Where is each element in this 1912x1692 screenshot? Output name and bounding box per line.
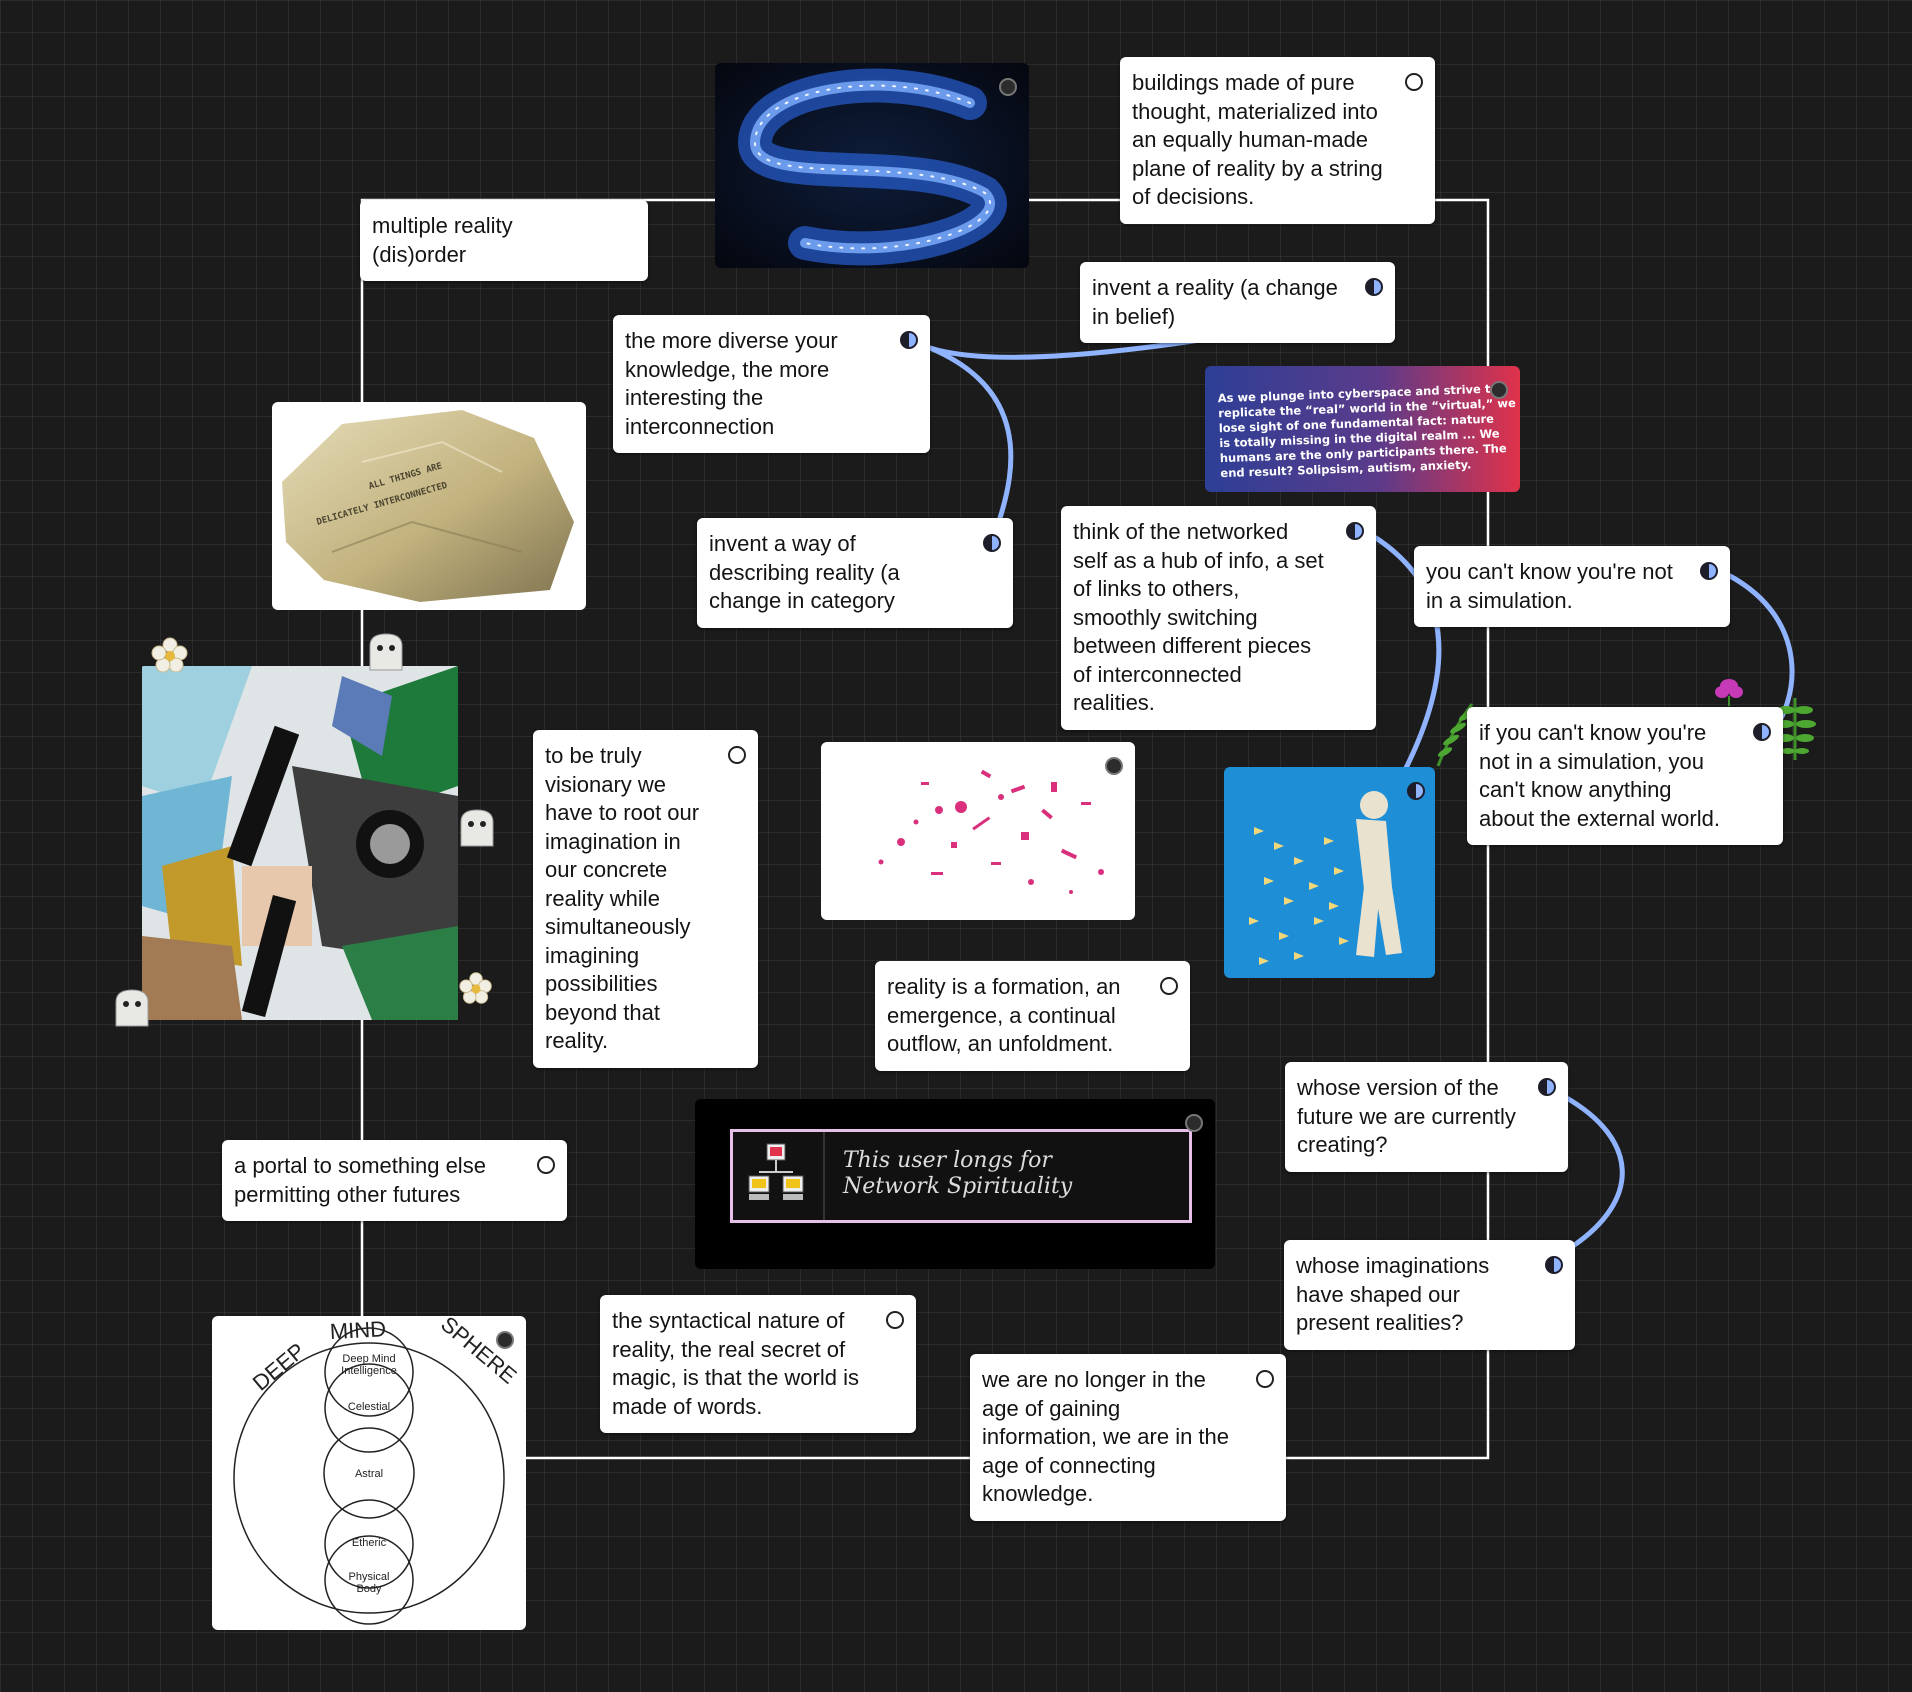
layer-deep-mind: Deep Mind xyxy=(342,1353,395,1365)
blue-connector-future xyxy=(1562,1094,1625,1249)
banner-line: Network Spirituality xyxy=(843,1174,1073,1199)
note-text: whose version of the future we are curre… xyxy=(1297,1075,1516,1157)
filled-circle-icon[interactable] xyxy=(999,78,1017,96)
empty-circle-icon[interactable] xyxy=(1160,977,1178,995)
filled-circle-icon[interactable] xyxy=(1105,757,1123,775)
note-text: the more diverse your knowledge, the mor… xyxy=(625,328,838,439)
rock-illustration: ALL THINGS ARE DELICATELY INTERCONNECTED xyxy=(282,410,574,602)
note-text: you can't know you're not in a simulatio… xyxy=(1426,559,1673,613)
sphere-diagram-illustration: DEEP MIND SPHERE Deep Mind Intelligence … xyxy=(233,1316,522,1625)
note-text: invent a reality (a change in belief) xyxy=(1092,275,1338,329)
half-moon-icon[interactable] xyxy=(900,331,918,349)
note-text: to be truly visionary we have to root ou… xyxy=(545,743,700,1053)
ring-label-sphere: SPHERE xyxy=(436,1316,521,1389)
filled-circle-icon[interactable] xyxy=(1185,1114,1203,1132)
arrow-walker-illustration xyxy=(1249,791,1402,965)
note-text: whose imaginations have shaped our prese… xyxy=(1296,1253,1490,1335)
cyberspace-quote-image[interactable]: As we plunge into cyberspace and strive … xyxy=(1205,366,1520,492)
note-text: multiple reality (dis)order xyxy=(372,213,513,267)
note-card-no-longer[interactable]: we are no longer in the age of gaining i… xyxy=(970,1354,1286,1521)
empty-circle-icon[interactable] xyxy=(537,1156,555,1174)
banner-line: This user longs for xyxy=(843,1148,1052,1173)
note-card-invent-way[interactable]: invent a way of describing reality (a ch… xyxy=(697,518,1013,628)
network-spirituality-banner[interactable]: This user longs for Network Spirituality xyxy=(695,1099,1215,1269)
flower-decoration xyxy=(150,635,190,675)
note-card-networked-self[interactable]: think of the networked self as a hub of … xyxy=(1061,506,1376,730)
note-text: if you can't know you're not in a simula… xyxy=(1479,720,1720,831)
note-text: invent a way of describing reality (a ch… xyxy=(709,531,900,613)
layer-astral: Astral xyxy=(355,1468,383,1480)
half-moon-icon[interactable] xyxy=(1346,522,1364,540)
blue-connector-diverse-to-describe xyxy=(927,345,1014,521)
arrow-walker-image[interactable] xyxy=(1224,767,1435,978)
note-text: we are no longer in the age of gaining i… xyxy=(982,1367,1230,1506)
network-computer-icon xyxy=(748,1143,804,1200)
ghost-figure-decoration xyxy=(110,988,154,1028)
ring-label-deep: DEEP xyxy=(248,1338,310,1396)
note-card-cant-know-simulation[interactable]: you can't know you're not in a simulatio… xyxy=(1414,546,1730,627)
half-moon-icon[interactable] xyxy=(1538,1078,1556,1096)
half-moon-icon[interactable] xyxy=(1700,562,1718,580)
collage-illustration xyxy=(142,666,458,1020)
layer-deep-mind: Intelligence xyxy=(341,1365,397,1377)
note-card-reality-formation[interactable]: reality is a formation, an emergence, a … xyxy=(875,961,1190,1071)
note-card-portal[interactable]: a portal to something else permitting ot… xyxy=(222,1140,567,1221)
empty-circle-icon[interactable] xyxy=(886,1311,904,1329)
banner-divider xyxy=(823,1132,825,1220)
banner-text: This user longs for Network Spirituality xyxy=(843,1148,1072,1200)
galaxy-illustration xyxy=(715,63,1029,268)
note-text: reality is a formation, an emergence, a … xyxy=(887,974,1121,1056)
note-card-cant-know-anything[interactable]: if you can't know you're not in a simula… xyxy=(1467,707,1783,845)
layer-etheric: Etheric xyxy=(352,1537,387,1549)
note-card-invent-reality[interactable]: invent a reality (a change in belief) xyxy=(1080,262,1395,343)
half-moon-icon[interactable] xyxy=(1545,1256,1563,1274)
note-card-buildings-thought[interactable]: buildings made of pure thought, material… xyxy=(1120,57,1435,224)
purple-flower-decoration xyxy=(1712,676,1746,706)
banner-frame: This user longs for Network Spirituality xyxy=(730,1129,1192,1223)
filled-circle-icon[interactable] xyxy=(1490,381,1508,399)
note-card-diverse-knowledge[interactable]: the more diverse your knowledge, the mor… xyxy=(613,315,930,453)
note-text: a portal to something else permitting ot… xyxy=(234,1153,486,1207)
note-text: think of the networked self as a hub of … xyxy=(1073,519,1324,715)
deep-mind-sphere-diagram[interactable]: DEEP MIND SPHERE Deep Mind Intelligence … xyxy=(212,1316,526,1630)
note-card-truly-visionary[interactable]: to be truly visionary we have to root ou… xyxy=(533,730,758,1068)
rock-image[interactable]: ALL THINGS ARE DELICATELY INTERCONNECTED xyxy=(272,402,586,610)
half-moon-icon[interactable] xyxy=(1753,723,1771,741)
empty-circle-icon[interactable] xyxy=(1256,1370,1274,1388)
note-card-multiple-reality[interactable]: multiple reality (dis)order xyxy=(360,200,648,281)
note-card-whose-version[interactable]: whose version of the future we are curre… xyxy=(1285,1062,1568,1172)
galaxy-image[interactable] xyxy=(715,63,1029,268)
layer-physical: Body xyxy=(356,1583,382,1595)
cyberspace-quote-text: As we plunge into cyberspace and strive … xyxy=(1218,381,1519,481)
empty-circle-icon[interactable] xyxy=(1405,73,1423,91)
half-moon-icon[interactable] xyxy=(1365,278,1383,296)
layer-physical: Physical xyxy=(349,1571,390,1583)
half-moon-icon[interactable] xyxy=(1407,782,1425,800)
note-card-whose-imaginations[interactable]: whose imaginations have shaped our prese… xyxy=(1284,1240,1575,1350)
layer-celestial: Celestial xyxy=(348,1401,390,1413)
note-card-syntactical[interactable]: the syntactical nature of reality, the r… xyxy=(600,1295,916,1433)
ghost-figure-decoration xyxy=(455,808,499,848)
flower-decoration xyxy=(458,970,494,1006)
ghost-figure-decoration xyxy=(364,632,408,672)
note-text: buildings made of pure thought, material… xyxy=(1132,70,1383,209)
collage-image[interactable] xyxy=(142,666,458,1020)
filled-circle-icon[interactable] xyxy=(496,1331,514,1349)
note-text: the syntactical nature of reality, the r… xyxy=(612,1308,859,1419)
empty-circle-icon[interactable] xyxy=(728,746,746,764)
splatter-illustration xyxy=(878,769,1104,894)
half-moon-icon[interactable] xyxy=(983,534,1001,552)
ring-label-mind: MIND xyxy=(329,1316,386,1344)
pink-splatter-image[interactable] xyxy=(821,742,1135,920)
